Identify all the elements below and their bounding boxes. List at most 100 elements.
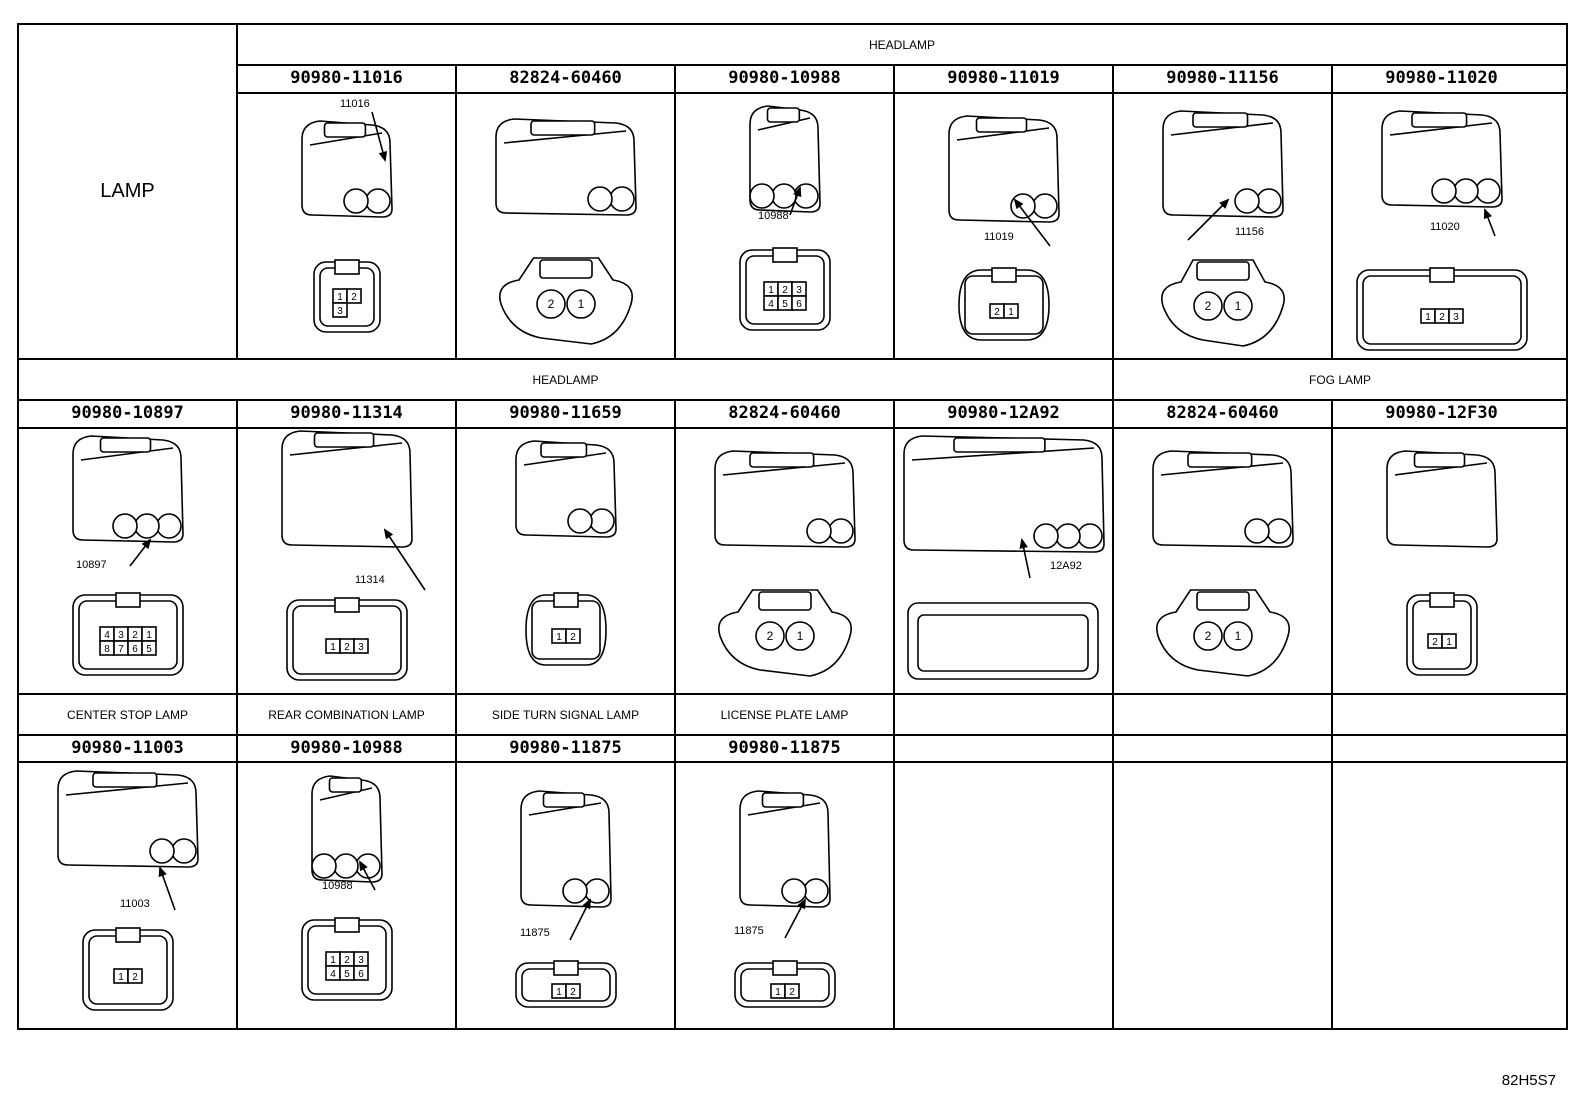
- svg-text:1: 1: [1446, 637, 1452, 648]
- table-border: [17, 23, 1568, 1030]
- part-number: 90980-10988: [290, 738, 403, 758]
- part-number: 90980-12F30: [1385, 403, 1498, 423]
- svg-text:2: 2: [1205, 629, 1212, 643]
- connector-11659-housing: [515, 440, 617, 538]
- connector-12F30-face: [1406, 592, 1478, 676]
- connector-11875-face: [515, 960, 617, 1008]
- svg-text:1: 1: [337, 292, 343, 303]
- callout-label: 10897: [76, 559, 107, 571]
- part-number: 90980-11156: [1166, 68, 1279, 88]
- part-number: 90980-11003: [71, 738, 184, 758]
- callout-arrow-11156: [1187, 198, 1230, 241]
- svg-text:1: 1: [775, 987, 781, 998]
- connector-11003-housing: [57, 770, 199, 868]
- svg-text:2: 2: [994, 307, 1000, 318]
- callout-label: 11016: [340, 98, 370, 110]
- callout-label: 11875: [734, 925, 764, 937]
- connector-11020-face: [1356, 267, 1528, 351]
- connector-11314-face: [286, 597, 408, 681]
- callout-arrow-10988: [789, 186, 802, 216]
- lamp-title: SIDE TURN SIGNAL LAMP: [491, 708, 640, 722]
- connector-11875-housing: [520, 790, 612, 908]
- connector-11875-face-2: [734, 960, 836, 1008]
- lamp-title: CENTER STOP LAMP: [67, 708, 188, 722]
- reference-code: 82H5S7: [1501, 1072, 1556, 1089]
- svg-text:4: 4: [104, 630, 110, 641]
- svg-text:1: 1: [556, 987, 562, 998]
- connector-11314-housing: [281, 430, 413, 548]
- lamp-title: LICENSE PLATE LAMP: [720, 708, 849, 722]
- connector-60460-face: [499, 257, 633, 345]
- callout-arrow-11016: [371, 111, 388, 162]
- callout-label: 11314: [355, 574, 385, 586]
- svg-text:3: 3: [358, 642, 364, 653]
- part-number: 90980-11314: [290, 403, 403, 423]
- connector-12A92-pin-block: [917, 614, 1089, 672]
- callout-label: 11156: [1235, 226, 1264, 238]
- svg-text:3: 3: [1453, 312, 1459, 323]
- connector-10988-face-2: [301, 917, 393, 1001]
- svg-text:6: 6: [796, 299, 802, 310]
- connector-11659-face: [525, 592, 607, 666]
- svg-text:1: 1: [1235, 629, 1242, 643]
- svg-text:1: 1: [578, 297, 585, 311]
- connector-10988-housing: [749, 105, 821, 213]
- part-number: 90980-12A92: [947, 403, 1060, 423]
- svg-text:2: 2: [344, 955, 350, 966]
- svg-text:2: 2: [570, 632, 576, 643]
- callout-arrow-10897: [129, 538, 152, 567]
- connector-11003-face: [82, 927, 174, 1011]
- connector-10988-housing-2: [311, 775, 383, 883]
- svg-text:2: 2: [344, 642, 350, 653]
- svg-text:7: 7: [118, 644, 124, 655]
- callout-arrow-11020: [1483, 208, 1496, 237]
- svg-text:3: 3: [796, 285, 802, 296]
- svg-text:1: 1: [330, 955, 336, 966]
- svg-text:2: 2: [782, 285, 788, 296]
- part-number: 90980-11875: [509, 738, 622, 758]
- part-number: 90980-11019: [947, 68, 1060, 88]
- connector-11016-face: [313, 259, 381, 333]
- lamp-label: LAMP: [100, 180, 155, 202]
- connector-60460-housing: [495, 118, 637, 216]
- callout-label: 11019: [984, 231, 1014, 243]
- part-number: 90980-11020: [1385, 68, 1498, 88]
- callout-label: 11003: [120, 898, 150, 910]
- section-title-headlamp-2: HEADLAMP: [532, 373, 599, 387]
- part-number: 82824-60460: [1166, 403, 1279, 423]
- svg-text:3: 3: [118, 630, 124, 641]
- svg-text:2: 2: [767, 629, 774, 643]
- connector-11020-housing: [1381, 110, 1503, 208]
- connector-11019-housing: [948, 115, 1060, 223]
- callout-label: 10988: [758, 210, 789, 222]
- svg-text:2: 2: [1439, 312, 1445, 323]
- callout-arrow-12A92: [1019, 537, 1031, 579]
- part-number: 90980-10897: [71, 403, 184, 423]
- callout-label: 11020: [1430, 221, 1460, 233]
- lamp-title: REAR COMBINATION LAMP: [268, 708, 425, 722]
- connector-12A92-housing: [903, 435, 1105, 553]
- svg-text:1: 1: [797, 629, 804, 643]
- svg-text:1: 1: [146, 630, 152, 641]
- svg-text:1: 1: [556, 632, 562, 643]
- svg-text:2: 2: [548, 297, 555, 311]
- svg-text:2: 2: [132, 630, 138, 641]
- callout-arrow-11875: [569, 898, 591, 941]
- svg-text:1: 1: [118, 972, 124, 983]
- svg-text:1: 1: [768, 285, 774, 296]
- connector-10897-face: [72, 592, 184, 676]
- connector-60460-housing-3: [1152, 450, 1294, 548]
- svg-text:1: 1: [1425, 312, 1431, 323]
- part-number: 82824-60460: [509, 68, 622, 88]
- svg-text:5: 5: [146, 644, 152, 655]
- part-number: 82824-60460: [728, 403, 841, 423]
- svg-text:1: 1: [1008, 307, 1014, 318]
- svg-text:6: 6: [358, 969, 364, 980]
- connector-11019-face: [958, 267, 1050, 341]
- connector-10988-face: [739, 247, 831, 331]
- connector-60460-housing-2: [714, 450, 856, 548]
- callout-arrow-11875-2: [784, 898, 806, 939]
- section-title-fog-lamp: FOG LAMP: [1308, 373, 1371, 387]
- callout-label: 12A92: [1050, 560, 1082, 572]
- svg-text:2: 2: [351, 292, 357, 303]
